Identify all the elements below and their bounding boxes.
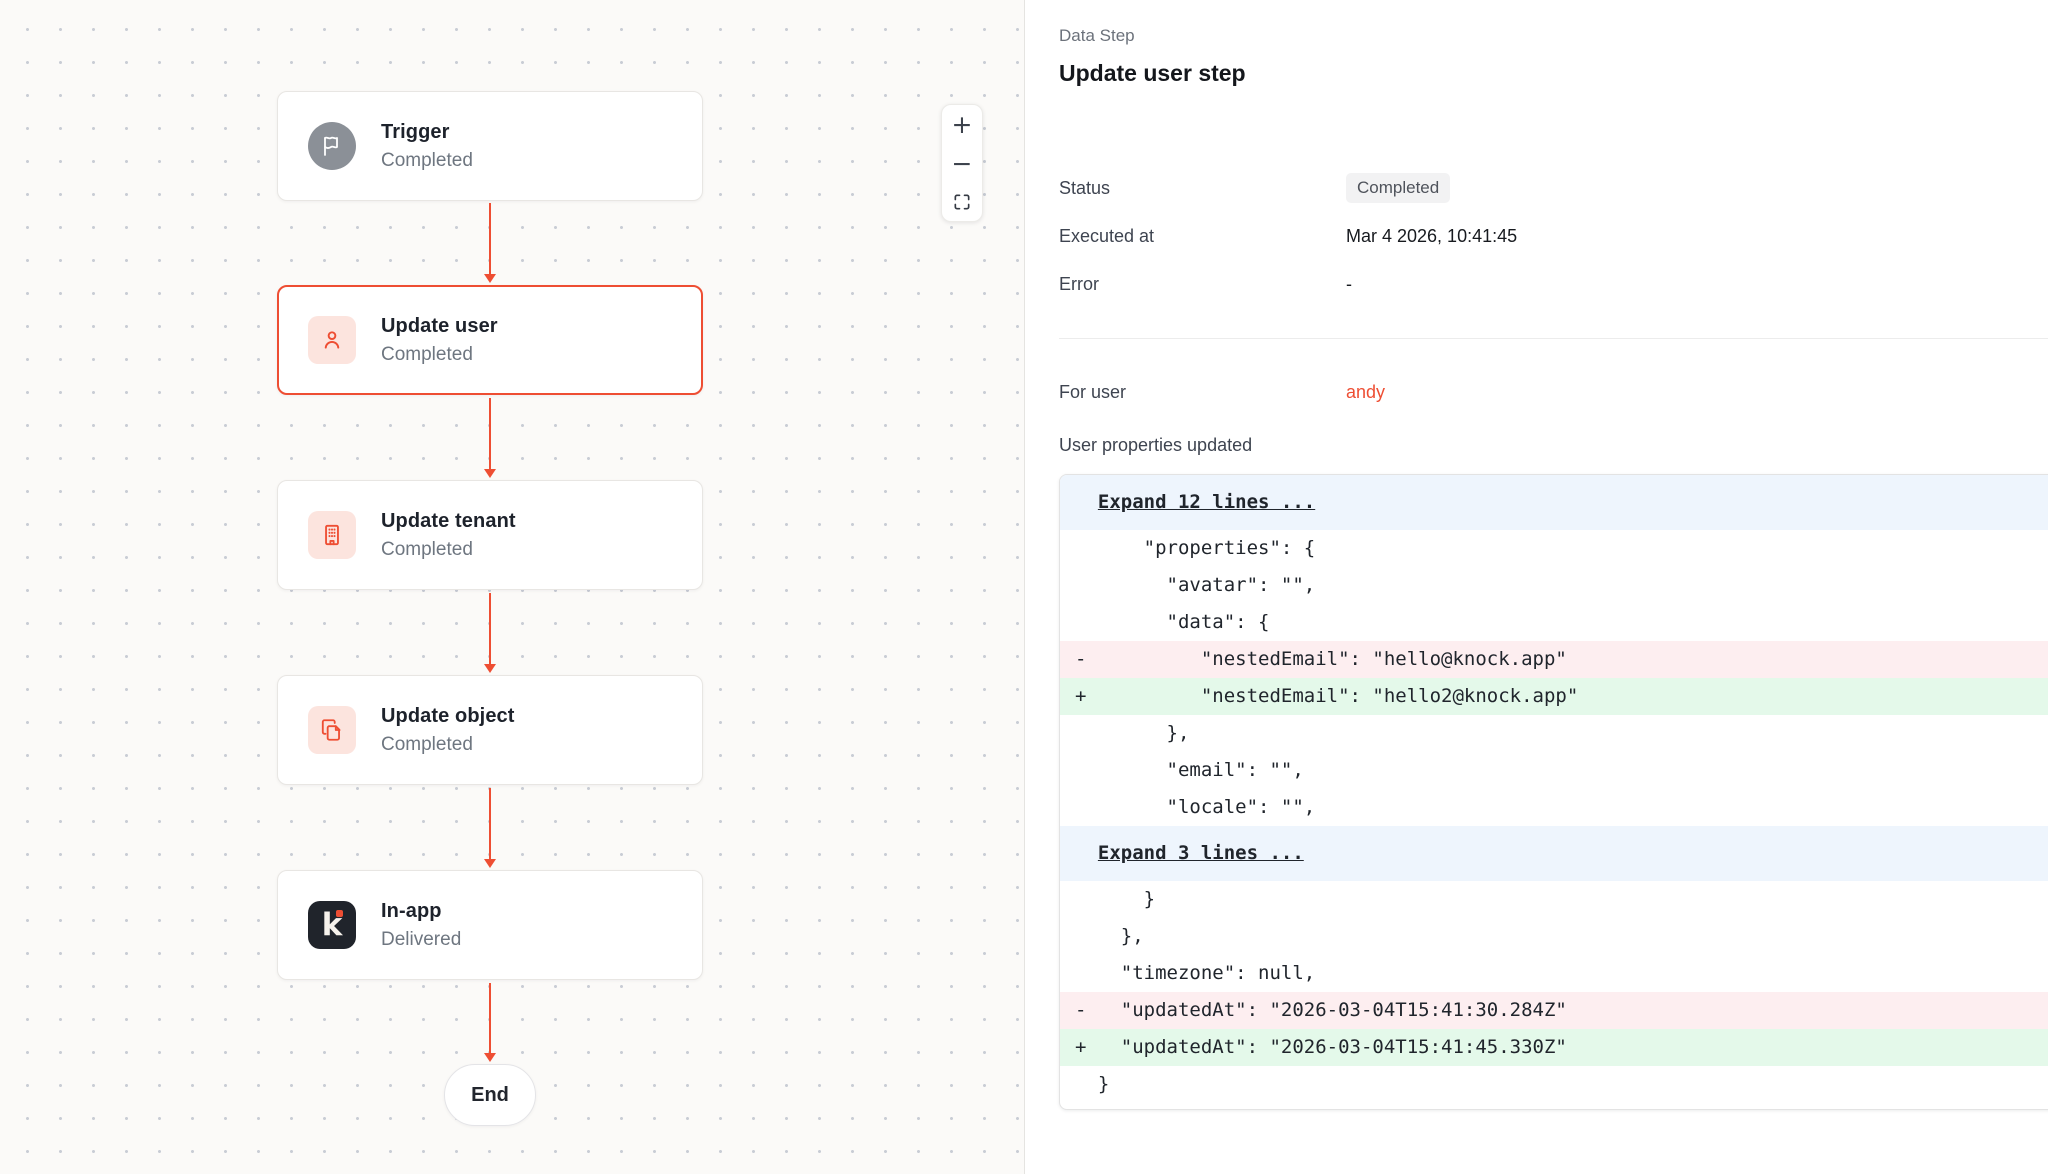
for-user-row: For user andy [1059, 377, 2048, 407]
node-status: Completed [381, 538, 473, 560]
zoom-out-button[interactable]: − [942, 144, 982, 183]
diff-line: + "updatedAt": "2026-03-04T15:41:45.330Z… [1060, 1029, 2048, 1066]
connector-arrow [484, 398, 496, 478]
node-title: Update user [381, 314, 498, 337]
status-label: Status [1059, 177, 1111, 198]
copy-icon [308, 706, 356, 754]
diff-line: - "nestedEmail": "hello@knock.app" [1060, 641, 2048, 678]
page-title: Update user step [1059, 60, 1246, 86]
diff-line: "timezone": null, [1075, 962, 1316, 984]
step-type-label: Data Step [1059, 26, 1135, 45]
node-status: Completed [381, 149, 473, 171]
flag-icon [308, 122, 356, 170]
connector-arrow [484, 983, 496, 1062]
node-status: Delivered [381, 928, 462, 950]
building-icon [308, 511, 356, 559]
executed-at-label: Executed at [1059, 225, 1155, 246]
diff-line: "properties": { [1075, 537, 1316, 559]
executed-at-row: Executed at Mar 4 2026, 10:41:45 [1059, 221, 2048, 251]
diff-body: Expand 12 lines ... "properties": { "ava… [1060, 475, 2048, 1103]
connector-arrow [484, 593, 496, 673]
diff-section-title: User properties updated [1059, 435, 1253, 455]
diff-line: "avatar": "", [1075, 574, 1316, 596]
node-in-app[interactable]: k In-app Delivered [277, 870, 703, 980]
diff-line: }, [1075, 722, 1190, 744]
end-label: End [471, 1083, 509, 1106]
connector-arrow [484, 788, 496, 868]
for-user-label: For user [1059, 381, 1127, 402]
node-title: Update object [381, 704, 515, 727]
diff-line: - "updatedAt": "2026-03-04T15:41:30.284Z… [1060, 992, 2048, 1029]
executed-at-value: Mar 4 2026, 10:41:45 [1346, 225, 1518, 246]
node-status: Completed [381, 733, 473, 755]
step-meta-rows: Status Completed Executed at Mar 4 2026,… [1059, 173, 2048, 299]
diff-line: "email": "", [1075, 759, 1304, 781]
node-end[interactable]: End [444, 1064, 536, 1126]
connector-arrow [484, 203, 496, 283]
for-user-link[interactable]: andy [1346, 381, 1386, 402]
diff-line: "locale": "", [1075, 796, 1316, 818]
zoom-in-button[interactable]: + [942, 105, 982, 144]
diff-line: + "nestedEmail": "hello2@knock.app" [1060, 678, 2048, 715]
diff-line: } [1075, 888, 1156, 910]
node-title: Trigger [381, 120, 450, 143]
status-row: Status Completed [1059, 173, 2048, 203]
node-title: In-app [381, 899, 442, 922]
fit-view-button[interactable] [942, 182, 982, 221]
error-label: Error [1059, 273, 1099, 294]
node-update-object[interactable]: Update object Completed [277, 675, 703, 785]
fit-view-icon [954, 194, 970, 210]
diff-line: }, [1075, 925, 1144, 947]
error-row: Error - [1059, 269, 2048, 299]
status-badge: Completed [1346, 173, 1451, 203]
diff-expand-row[interactable]: Expand 12 lines ... [1060, 475, 2048, 530]
step-detail-panel: Data Step Update user step Status Comple… [1026, 0, 2048, 1174]
knock-logo-icon: k [308, 901, 356, 949]
section-divider [1059, 338, 2048, 339]
node-update-user[interactable]: Update user Completed [277, 285, 703, 395]
diff-line: "data": { [1075, 611, 1270, 633]
node-trigger[interactable]: Trigger Completed [277, 91, 703, 201]
canvas-zoom-controls: + − [941, 104, 983, 222]
user-icon [308, 316, 356, 364]
node-title: Update tenant [381, 509, 516, 532]
node-status: Completed [381, 343, 473, 365]
diff-expand-row[interactable]: Expand 3 lines ... [1060, 826, 2048, 881]
user-properties-diff: Expand 12 lines ... "properties": { "ava… [1059, 474, 2048, 1110]
error-value: - [1346, 273, 1352, 294]
node-update-tenant[interactable]: Update tenant Completed [277, 480, 703, 590]
workflow-canvas[interactable]: Trigger Completed Update user Completed [0, 0, 1025, 1174]
diff-line: } [1075, 1073, 1110, 1095]
